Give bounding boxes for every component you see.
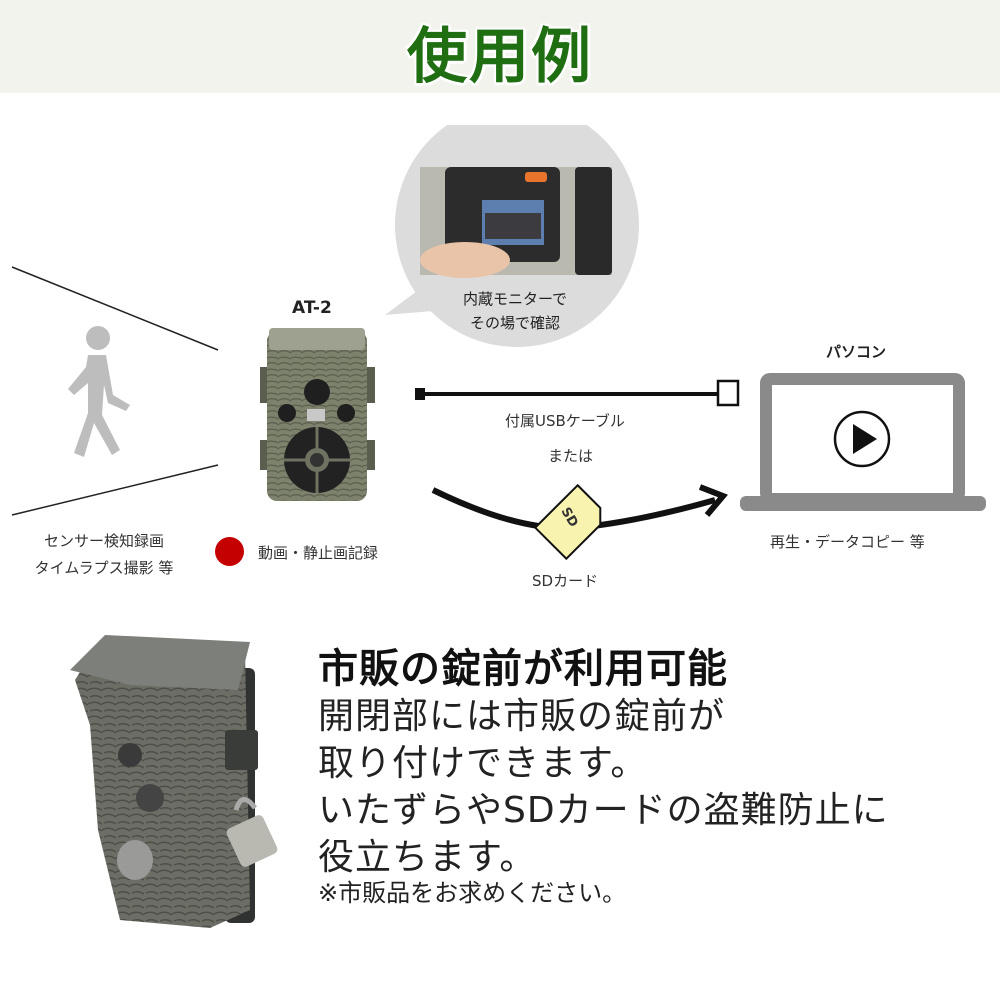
monitor-caption: 内蔵モニターで その場で確認 — [430, 287, 600, 335]
sensor-line-2: タイムラプス撮影 等 — [34, 559, 174, 577]
record-label: 動画・静止画記録 — [258, 544, 379, 562]
usb-label: 付属USBケーブル — [505, 412, 625, 430]
sd-card-icon — [533, 483, 602, 561]
walking-person-icon — [68, 326, 130, 457]
sensor-modes: センサー検知録画 タイムラプス撮影 等 — [14, 528, 194, 582]
detection-cone-lines — [11, 266, 219, 516]
sensor-line-1: センサー検知録画 — [43, 532, 164, 550]
page-title: 使用例 — [407, 22, 593, 92]
monitor-caption-line-1: 内蔵モニターで — [462, 290, 568, 308]
sd-label: SDカード — [532, 572, 599, 590]
camera-model-label: AT-2 — [292, 298, 332, 318]
feature-line-4: 役立ちます。 — [318, 837, 537, 878]
feature-line-3: いたずらやSDカードの盗難防止に — [318, 790, 889, 831]
header-band — [0, 0, 1000, 93]
usb-cable-icon — [415, 379, 740, 407]
monitor-caption-line-2: その場で確認 — [469, 314, 560, 332]
laptop-icon — [740, 373, 986, 511]
trail-camera-with-padlock-image — [70, 635, 278, 928]
monitor-speech-bubble — [385, 125, 639, 347]
feature-line-1: 開閉部には市販の錠前が — [318, 696, 726, 737]
trail-camera-front-image — [260, 328, 375, 501]
feature-title: 市販の錠前が利用可能 — [318, 646, 728, 692]
feature-line-2: 取り付けできます。 — [318, 743, 648, 784]
pc-title: パソコン — [826, 343, 887, 361]
record-dot-icon — [215, 537, 244, 566]
pc-caption: 再生・データコピー 等 — [770, 533, 925, 551]
feature-note: ※市販品をお求めください。 — [318, 879, 627, 907]
or-label: または — [548, 447, 594, 465]
